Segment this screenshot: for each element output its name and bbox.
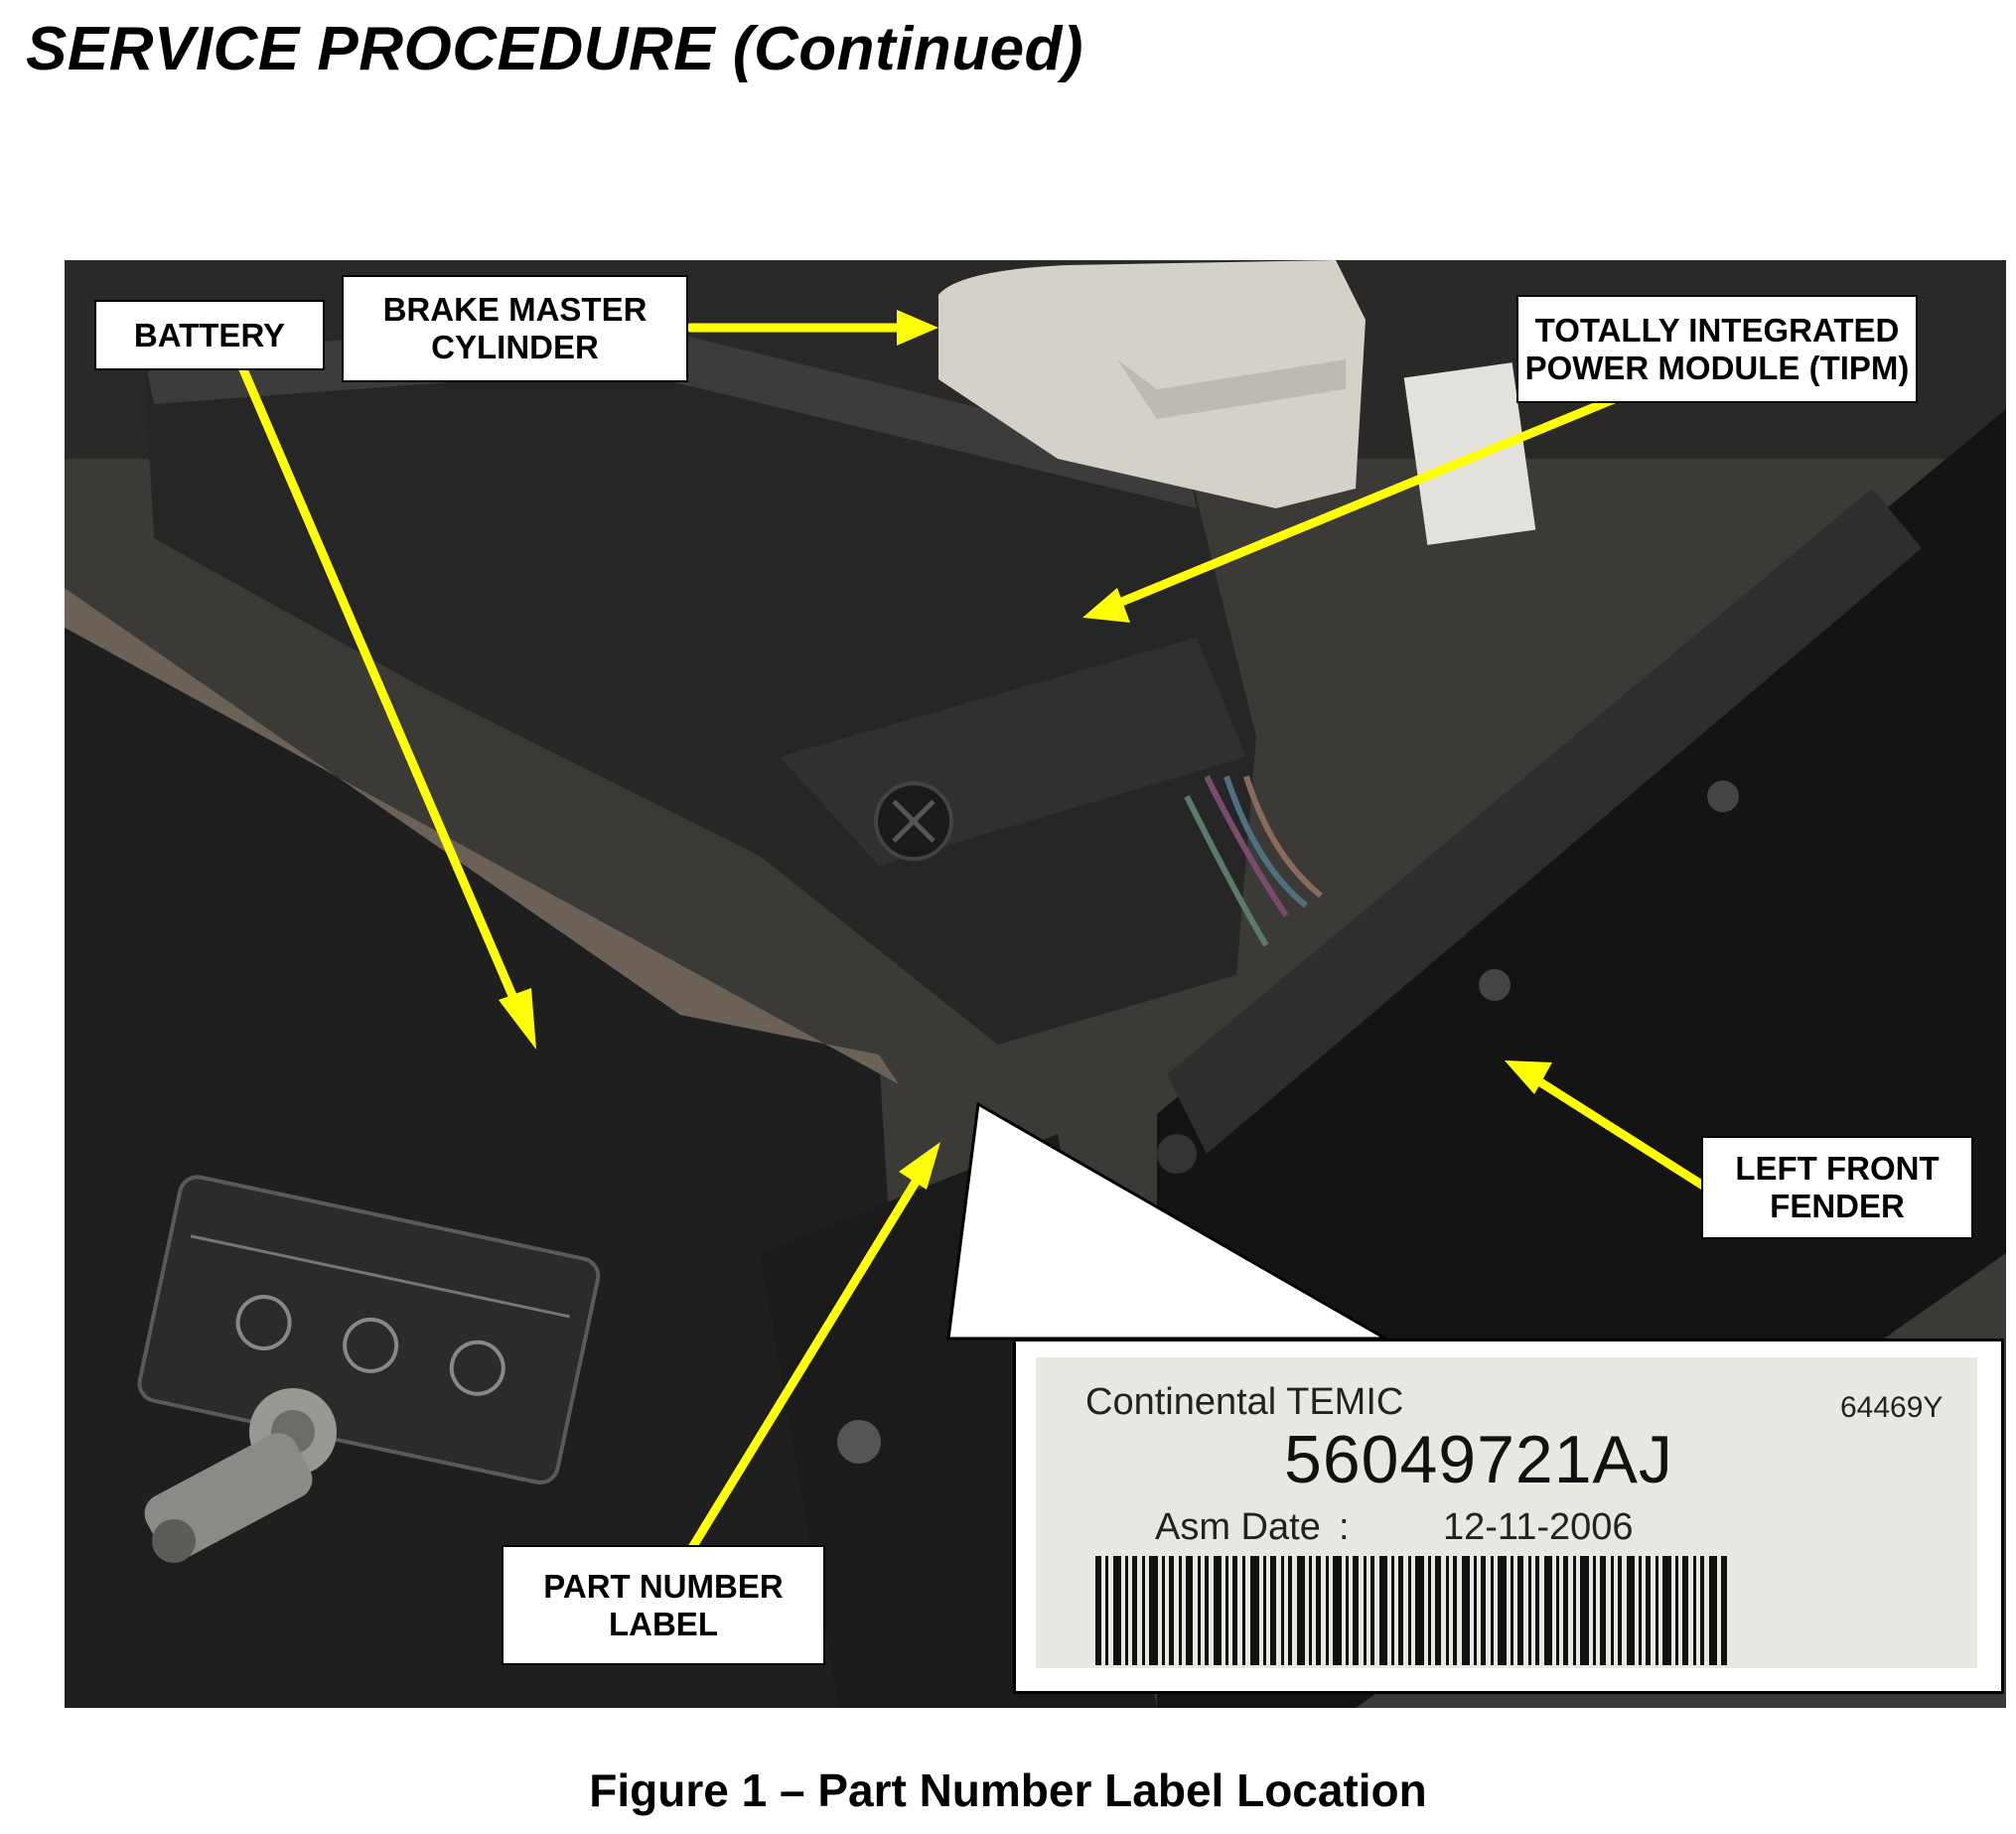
- brake-reservoir: [938, 260, 1366, 508]
- label-arrow: [685, 1164, 929, 1556]
- callout-arrows: [238, 323, 1708, 1556]
- left-front-fender-callout: LEFT FRONT FENDER: [1701, 1136, 1973, 1239]
- label-asm-date-separator: :: [1339, 1506, 1350, 1548]
- battery-arrow: [238, 364, 521, 1010]
- battery-callout: BATTERY: [94, 300, 325, 370]
- tipm-arrow: [1102, 394, 1619, 613]
- label-asm-date: 12-11-2006: [1443, 1506, 1634, 1548]
- part-label-inset: Continental TEMIC 64469Y 56049721AJ Asm …: [1013, 1339, 2004, 1694]
- figure-caption: Figure 1 – Part Number Label Location: [589, 1764, 1427, 1816]
- barcode: [1095, 1556, 1727, 1665]
- label-manufacturer: Continental TEMIC: [1085, 1381, 1404, 1423]
- tipm-callout: TOTALLY INTEGRATED POWER MODULE (TIPM): [1516, 295, 1918, 403]
- label-part-number: 56049721AJ: [1284, 1422, 1673, 1497]
- fender-arrow: [1529, 1073, 1708, 1191]
- brake-master-cylinder-callout: BRAKE MASTER CYLINDER: [342, 275, 688, 382]
- battery-danger-sticker: [137, 1175, 601, 1485]
- label-asm-date-label: Asm Date: [1155, 1506, 1321, 1548]
- page-title: SERVICE PROCEDURE (Continued): [26, 15, 1084, 83]
- tipm-box: [144, 320, 1256, 1045]
- part-number-sticker: Continental TEMIC 64469Y 56049721AJ Asm …: [1036, 1357, 1977, 1668]
- part-number-label-callout: PART NUMBER LABEL: [502, 1545, 825, 1665]
- label-code: 64469Y: [1840, 1391, 1944, 1424]
- engine-bay-photo: BATTERY BRAKE MASTER CYLINDER TOTALLY IN…: [65, 260, 2006, 1708]
